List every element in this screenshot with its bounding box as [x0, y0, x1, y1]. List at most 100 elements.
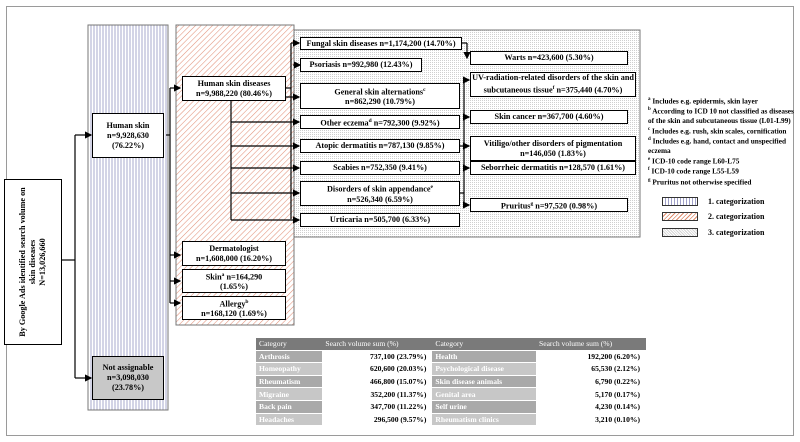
other-eczema-label: Other eczemad n=792,300 (9.92%)	[320, 117, 440, 128]
table-cell: Homeopathy	[256, 362, 323, 376]
skin-percent: (1.65%)	[220, 282, 248, 292]
dermatologist-box: Dermatologist n=1,608,000 (16.20%)	[182, 241, 286, 266]
table-cell: Skin disease animals	[432, 375, 536, 389]
footnotes: a Includes e.g. epidermis, skin layer b …	[648, 95, 798, 186]
allergy-count: n=168,120 (1.69%)	[201, 309, 267, 319]
fungal-label: Fungal skin diseases n=1,174,200 (14.70%…	[306, 38, 456, 48]
table-cell: 352,200 (11.37%)	[322, 387, 433, 401]
skin-box: Skina n=164,290 (1.65%)	[182, 269, 286, 293]
psoriasis-box: Psoriasis n=992,980 (12.43%)	[300, 58, 422, 72]
dermatologist-title: Dermatologist	[209, 243, 259, 253]
footnote-f: f ICD-10 code range L55-L59	[648, 166, 739, 176]
allergy-box: Allergyb n=168,120 (1.69%)	[182, 296, 286, 320]
table-cell: Rheumatism clinics	[432, 413, 536, 427]
table-cell: Back pain	[256, 400, 323, 414]
general-skin-alternations-box: General skin alternationsc n=862,290 (10…	[300, 83, 460, 109]
human-skin-title: Human skin	[106, 120, 150, 130]
legend-swatch-3	[662, 228, 698, 237]
atopic-dermatitis-box: Atopic dermatitis n=787,130 (9.85%)	[300, 139, 460, 153]
warts-box: Warts n=423,600 (5.30%)	[470, 51, 628, 65]
legend-label-3: 3. categorization	[708, 228, 765, 237]
seborrheic-label: Seborrheic dermatitis n=128,570 (1.61%)	[480, 163, 626, 172]
table-row: Back pain 347,700 (11.22%) Self urine 4,…	[256, 400, 646, 414]
not-assignable-box: Not assignable n=3,098,030 (23.78%)	[92, 356, 164, 400]
human-skin-diseases-box: Human skin diseases n=9,988,220 (80.46%)	[182, 76, 286, 101]
other-eczema-box: Other eczemad n=792,300 (9.92%)	[300, 115, 460, 129]
table-header-row: Category Search volume sum (%) Category …	[256, 338, 646, 351]
not-assignable-count: n=3,098,030	[107, 373, 149, 382]
table-cell: Rheumatism	[256, 375, 323, 389]
table-header-category-2: Category	[432, 338, 536, 351]
table-header-category-1: Category	[256, 338, 323, 351]
table-cell: Genital area	[432, 387, 536, 401]
legend-item-1: 1. categorization	[662, 197, 764, 206]
vitiligo-box: Vitiligo/other disorders of pigmentation…	[470, 136, 636, 161]
table-row: Arthrosis 737,100 (23.79%) Health 192,20…	[256, 350, 646, 364]
footnote-e: e ICD-10 code range L60-L75	[648, 156, 740, 166]
table-cell: 65,530 (2.12%)	[535, 362, 646, 376]
footnote-c: c Includes e.g. rush, skin scales, corni…	[648, 126, 787, 136]
urticaria-label: Urticaria n=505,700 (6.33%)	[329, 215, 431, 224]
table-cell: 3,210 (0.10%)	[535, 413, 646, 427]
footnote-a: a Includes e.g. epidermis, skin layer	[648, 96, 758, 106]
table-cell: 737,100 (23.79%)	[322, 350, 433, 364]
disorders-skin-appendance-box: Disorders of skin appendancee n=526,340 …	[300, 181, 460, 206]
footnote-b: b According to ICD 10 not classified as …	[648, 106, 794, 125]
table-row: Migraine 352,200 (11.37%) Genital area 5…	[256, 387, 646, 401]
root-box: By Google Ads identified search volume o…	[4, 179, 62, 345]
skin-cancer-label: Skin cancer n=367,700 (4.60%)	[494, 112, 604, 121]
psoriasis-label: Psoriasis n=992,980 (12.43%)	[309, 60, 413, 69]
warts-label: Warts n=423,600 (5.30%)	[504, 53, 594, 62]
dermatologist-count: n=1,608,000 (16.20%)	[195, 253, 273, 263]
table-cell: 4,230 (0.14%)	[535, 400, 646, 414]
root-label: By Google Ads identified search volume o…	[18, 187, 37, 337]
seborrheic-dermatitis-box: Seborrheic dermatitis n=128,570 (1.61%)	[470, 161, 636, 175]
general-skin-title: General skin alternationsc	[334, 86, 426, 97]
uv-radiation-box: UV-radiation-related disorders of the sk…	[470, 72, 636, 97]
uv-count: subcutaneous tissuef n=375,440 (4.70%)	[483, 85, 623, 95]
appendance-count: n=526,340 (6.59%)	[347, 194, 413, 204]
table-cell: Arthrosis	[256, 350, 323, 364]
pruritus-label: Pruritusg n=97,520 (0.98%)	[500, 200, 598, 211]
urticaria-box: Urticaria n=505,700 (6.33%)	[300, 213, 460, 227]
atopic-label: Atopic dermatitis n=787,130 (9.85%)	[315, 141, 445, 150]
not-assignable-title: Not assignable	[102, 363, 154, 372]
appendance-title: Disorders of skin appendancee	[327, 184, 433, 194]
legend-label-2: 2. categorization	[708, 212, 765, 221]
legend-swatch-2	[662, 212, 698, 221]
footnote-g: g Pruritus not otherwise specified	[648, 176, 752, 186]
table-row: Homeopathy 620,600 (20.03%) Psychologica…	[256, 362, 646, 376]
legend-swatch-1	[662, 197, 698, 206]
table-cell: 192,200 (6.20%)	[535, 350, 646, 364]
scabies-box: Scabies n=752,350 (9.41%)	[300, 161, 460, 175]
human-skin-count: n=9,928,630	[107, 130, 149, 140]
skin-line1: Skina n=164,290	[205, 271, 263, 282]
table-cell: 466,800 (15.07%)	[322, 375, 433, 389]
table-cell: 347,700 (11.22%)	[322, 400, 433, 414]
fungal-skin-diseases-box: Fungal skin diseases n=1,174,200 (14.70%…	[300, 37, 462, 50]
table-cell: 620,600 (20.03%)	[322, 362, 433, 376]
human-skin-diseases-count: n=9,988,220 (80.46%)	[195, 88, 273, 98]
pruritus-box: Pruritusg n=97,520 (0.98%)	[470, 198, 628, 212]
table-cell: 296,500 (9.57%)	[322, 413, 433, 427]
table-cell: Headaches	[256, 413, 323, 427]
table-cell: Self urine	[432, 400, 536, 414]
table-row: Headaches 296,500 (9.57%) Rheumatism cli…	[256, 413, 646, 427]
table-header-volume-2: Search volume sum (%)	[535, 338, 646, 351]
table-header-volume-1: Search volume sum (%)	[322, 338, 433, 351]
allergy-title: Allergyb	[219, 298, 249, 309]
skin-cancer-box: Skin cancer n=367,700 (4.60%)	[470, 110, 628, 124]
legend-label-1: 1. categorization	[708, 197, 765, 206]
table-cell: Health	[432, 350, 536, 364]
legend-item-2: 2. categorization	[662, 212, 764, 221]
table-cell: Psychological disease	[432, 362, 536, 376]
general-skin-count: n=862,290 (10.79%)	[345, 97, 415, 107]
footnote-d: d Includes e.g. hand, contact and unspec…	[648, 136, 786, 155]
legend-item-3: 3. categorization	[662, 228, 764, 237]
human-skin-percent: (76.22%)	[111, 140, 145, 150]
human-skin-box: Human skin n=9,928,630 (76.22%)	[92, 113, 164, 158]
scabies-label: Scabies n=752,350 (9.41%)	[333, 163, 427, 172]
vitiligo-count: n=146,050 (1.83%)	[520, 148, 586, 158]
table-cell: Migraine	[256, 387, 323, 401]
uv-title: UV-radiation-related disorders of the sk…	[472, 73, 634, 83]
